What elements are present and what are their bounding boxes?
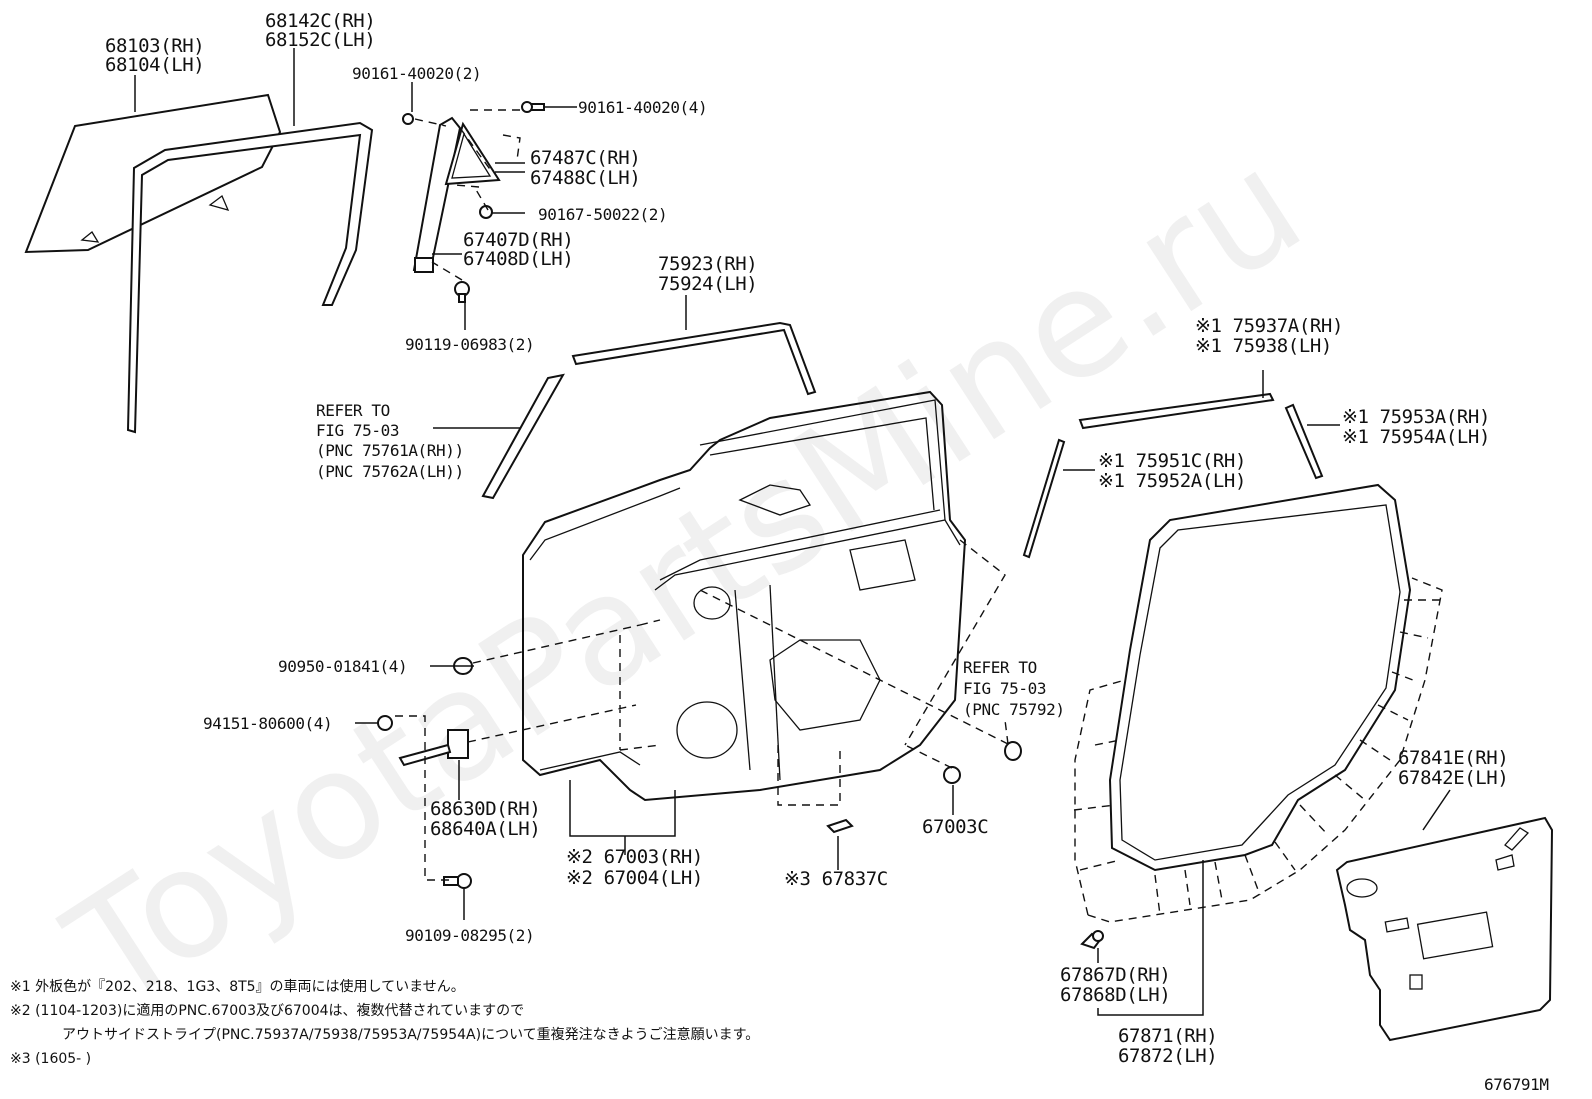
weatherstrip-67871[interactable] — [1108, 483, 1412, 872]
check-assy-68630[interactable] — [398, 729, 469, 767]
svg-text:68640A(LH): 68640A(LH) — [430, 818, 540, 840]
svg-text:※3 67837C: ※3 67837C — [784, 868, 888, 890]
label-67841: 67841E(RH)67842E(LH) — [1398, 747, 1509, 789]
svg-text:67407D(RH): 67407D(RH) — [463, 229, 573, 251]
label-refer-75792: REFER TO FIG 75-03 (PNC 75792) — [963, 658, 1065, 719]
footnotes: ※1 外板色が『202、218、1G3、8T5』の車両には使用していません。 ※… — [10, 978, 759, 1067]
svg-text:68152C(LH): 68152C(LH) — [265, 29, 375, 51]
svg-text:68103(RH): 68103(RH) — [105, 35, 204, 57]
svg-text:67487C(RH): 67487C(RH) — [530, 147, 640, 169]
label-90950: 90950-01841(4) — [278, 657, 408, 676]
rear-door-shell[interactable] — [522, 390, 967, 802]
svg-text:67868D(LH): 67868D(LH) — [1060, 984, 1170, 1006]
svg-text:90950-01841(4): 90950-01841(4) — [278, 657, 407, 676]
svg-text:67867D(RH): 67867D(RH) — [1060, 964, 1170, 986]
svg-text:67841E(RH): 67841E(RH) — [1398, 747, 1508, 769]
svg-text:67488C(LH): 67488C(LH) — [530, 167, 640, 189]
svg-text:FIG 75-03: FIG 75-03 — [963, 679, 1046, 698]
label-75937: ※1 75937A(RH)※1 75938(LH) — [1195, 315, 1343, 357]
stripe-75937[interactable] — [1078, 392, 1275, 430]
bolt-90161b-icon[interactable] — [521, 101, 545, 113]
label-67003: ※2 67003(RH)※2 67004(LH) — [566, 846, 703, 889]
bolt-90109-icon[interactable] — [443, 873, 472, 889]
label-90161b: 90161-40020(4) — [578, 98, 708, 117]
quarter-window-67487[interactable] — [444, 121, 501, 186]
label-75951: ※1 75951C(RH)※1 75952A(LH) — [1098, 450, 1246, 492]
svg-text:(PNC 75762A(LH)): (PNC 75762A(LH)) — [316, 462, 464, 481]
label-90167: 90167-50022(2) — [538, 205, 668, 224]
svg-text:67872(LH): 67872(LH) — [1118, 1045, 1217, 1067]
svg-text:REFER TO: REFER TO — [316, 401, 390, 420]
svg-text:68142C(RH): 68142C(RH) — [265, 10, 375, 32]
svg-text:90119-06983(2): 90119-06983(2) — [405, 335, 534, 354]
clip-67867-icon[interactable] — [1080, 930, 1104, 950]
svg-text:90161-40020(2): 90161-40020(2) — [352, 64, 481, 83]
division-bar-67407[interactable] — [412, 116, 462, 274]
label-90119: 90119-06983(2) — [405, 335, 535, 354]
svg-text:REFER TO: REFER TO — [963, 658, 1037, 677]
svg-text:90161-40020(4): 90161-40020(4) — [578, 98, 707, 117]
label-90109: 90109-08295(2) — [405, 926, 535, 945]
svg-text:※1 75953A(RH): ※1 75953A(RH) — [1342, 406, 1490, 428]
label-67487: 67487C(RH)67488C(LH) — [530, 147, 641, 189]
figure-id: 676791M — [1484, 1075, 1549, 1094]
footnote-2: ※2 (1104-1203)に適用のPNC.67003及び67004は、複数代替… — [10, 1002, 524, 1019]
bolt-94151-icon[interactable] — [377, 715, 393, 731]
label-90161a: 90161-40020(2) — [352, 64, 482, 83]
belt-moulding-75923[interactable] — [571, 321, 817, 396]
footnote-1: ※1 外板色が『202、218、1G3、8T5』の車両には使用していません。 — [10, 978, 465, 995]
svg-text:94151-80600(4): 94151-80600(4) — [203, 714, 332, 733]
service-hole-cover-67841[interactable] — [1335, 816, 1554, 1042]
svg-text:(PNC 75761A(RH)): (PNC 75761A(RH)) — [316, 441, 464, 460]
svg-text:75923(RH): 75923(RH) — [658, 253, 757, 275]
pillar-garnish-ref[interactable] — [481, 373, 565, 500]
svg-text:※1 75954A(LH): ※1 75954A(LH) — [1342, 426, 1490, 448]
svg-text:67408D(LH): 67408D(LH) — [463, 248, 573, 270]
leader-lines — [134, 48, 1451, 1016]
svg-text:※1 75938(LH): ※1 75938(LH) — [1195, 335, 1332, 357]
bolt-90119-icon[interactable] — [454, 281, 470, 303]
svg-text:※1 75952A(LH): ※1 75952A(LH) — [1098, 470, 1246, 492]
bolt-90161a-icon[interactable] — [402, 113, 414, 125]
svg-text:68104(LH): 68104(LH) — [105, 54, 204, 76]
svg-text:67871(RH): 67871(RH) — [1118, 1025, 1217, 1047]
svg-text:90109-08295(2): 90109-08295(2) — [405, 926, 534, 945]
run-channel-68142[interactable] — [126, 121, 374, 434]
label-refer-75761: REFER TO FIG 75-03 (PNC 75761A(RH)) (PNC… — [316, 401, 464, 481]
label-68142: 68142C(RH)68152C(LH) — [265, 10, 376, 51]
label-75953: ※1 75953A(RH)※1 75954A(LH) — [1342, 406, 1490, 448]
label-75923: 75923(RH)75924(LH) — [658, 253, 758, 295]
label-67867: 67867D(RH)67868D(LH) — [1060, 964, 1171, 1006]
label-94151: 94151-80600(4) — [203, 714, 333, 733]
clip-67003c-icon[interactable] — [943, 766, 961, 784]
label-67003c: 67003C — [922, 816, 989, 838]
svg-text:90167-50022(2): 90167-50022(2) — [538, 205, 667, 224]
clip-67837-icon[interactable] — [826, 818, 854, 834]
door-glass-68103[interactable] — [24, 93, 282, 254]
clip-ref-75792-icon[interactable] — [1004, 741, 1022, 761]
svg-text:※2 67004(LH): ※2 67004(LH) — [566, 867, 703, 889]
svg-text:FIG 75-03: FIG 75-03 — [316, 421, 399, 440]
svg-text:67842E(LH): 67842E(LH) — [1398, 767, 1508, 789]
label-67837: ※3 67837C — [784, 868, 888, 890]
footnote-2-cont: アウトサイドストライプ(PNC.75937A/75938/75953A/7595… — [62, 1026, 759, 1043]
svg-text:75924(LH): 75924(LH) — [658, 273, 757, 295]
svg-text:※1 75937A(RH): ※1 75937A(RH) — [1195, 315, 1343, 337]
label-68103: 68103(RH)68104(LH) — [105, 35, 205, 76]
label-67407: 67407D(RH)67408D(LH) — [463, 229, 574, 270]
label-67871: 67871(RH)67872(LH) — [1118, 1025, 1218, 1067]
weatherstrip-dash-outline — [1073, 577, 1443, 923]
stripe-75953[interactable] — [1284, 403, 1324, 480]
assembly-dashed-lines — [395, 109, 1009, 881]
svg-text:67003C: 67003C — [922, 816, 988, 838]
svg-text:※1 75951C(RH): ※1 75951C(RH) — [1098, 450, 1246, 472]
label-68630: 68630D(RH)68640A(LH) — [430, 798, 541, 840]
svg-text:※2 67003(RH): ※2 67003(RH) — [566, 846, 703, 868]
footnote-3: ※3 (1605- ) — [10, 1051, 91, 1067]
svg-text:(PNC 75792): (PNC 75792) — [963, 700, 1065, 719]
stripe-75951[interactable] — [1022, 438, 1066, 559]
svg-text:68630D(RH): 68630D(RH) — [430, 798, 540, 820]
